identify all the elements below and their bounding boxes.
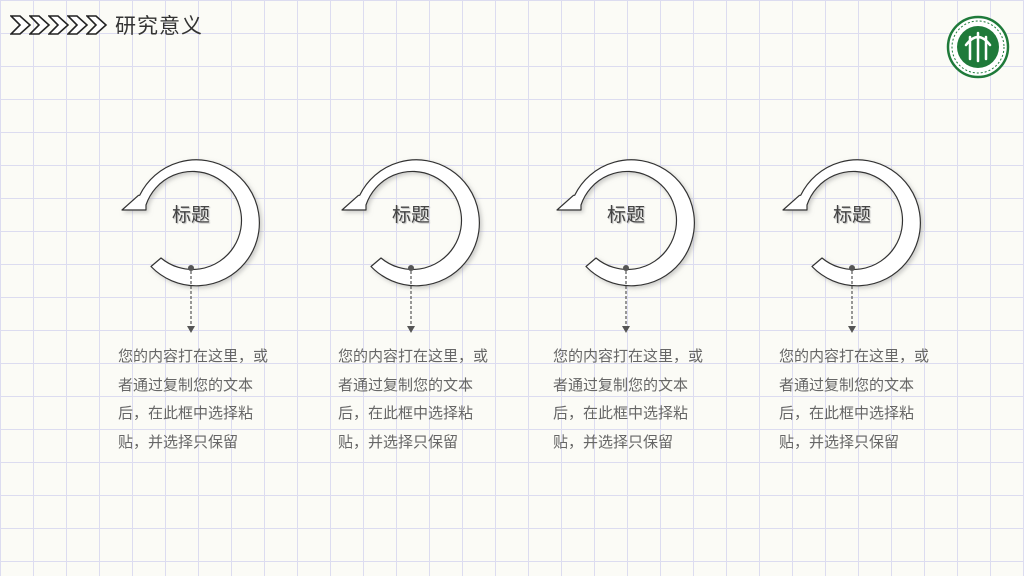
circular-arrow-icon [556,159,695,333]
circular-arrow-icon [341,159,480,333]
step-title: 标题 [171,204,210,226]
step-description: 您的内容打在这里，或者通过复制您的文本后，在此框中选择粘贴，并选择只保留 [118,347,269,451]
header: 研究意义 [10,10,203,40]
circular-arrow-icon [121,159,260,333]
chevron-arrows-icon [10,15,108,35]
university-logo [946,15,1010,79]
step-description: 您的内容打在这里，或者通过复制您的文本后，在此框中选择粘贴，并选择只保留 [553,347,704,451]
step-card-3: 标题 您的内容打在这里，或者通过复制您的文本后，在此框中选择粘贴，并选择只保留 [553,140,753,470]
step-card-2: 标题 您的内容打在这里，或者通过复制您的文本后，在此框中选择粘贴，并选择只保留 [338,140,538,470]
circular-arrow-icon [782,159,921,333]
page-title: 研究意义 [115,14,203,38]
step-title: 标题 [391,204,430,226]
step-title: 标题 [832,204,871,226]
step-card-1: 标题 您的内容打在这里，或者通过复制您的文本后，在此框中选择粘贴，并选择只保留 [118,140,318,470]
step-description: 您的内容打在这里，或者通过复制您的文本后，在此框中选择粘贴，并选择只保留 [779,347,930,451]
step-card-4: 标题 您的内容打在这里，或者通过复制您的文本后，在此框中选择粘贴，并选择只保留 [779,140,979,470]
step-title: 标题 [606,204,645,226]
step-description: 您的内容打在这里，或者通过复制您的文本后，在此框中选择粘贴，并选择只保留 [338,347,489,451]
